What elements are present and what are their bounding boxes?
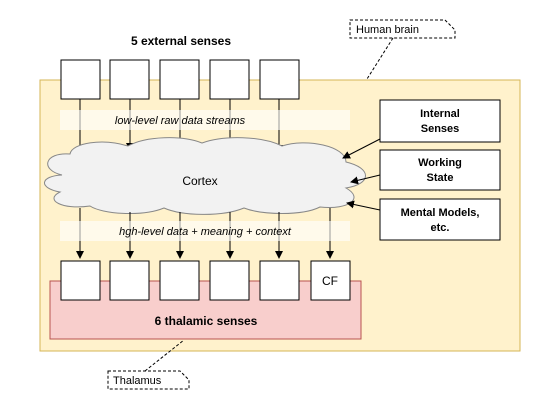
high-level-label-band (60, 221, 350, 241)
thalamus-label: Thalamus (113, 375, 162, 387)
human-brain-label: Human brain (356, 24, 419, 36)
internal-senses-label: Internal (420, 108, 460, 120)
callout-shape (349, 19, 456, 39)
callout-shape (107, 370, 190, 390)
thalamic-senses-label: 6 thalamic senses (155, 314, 258, 328)
arrow (342, 138, 381, 159)
external-senses-label: 5 external senses (131, 34, 231, 48)
external-sense-boxes (60, 59, 300, 100)
cortex-cloud (44, 137, 366, 215)
callout-leader (366, 37, 394, 80)
human-brain-callout: Human brain (349, 19, 456, 80)
thalamic-sense-box (109, 260, 150, 301)
arrow (350, 174, 381, 185)
external-sense-box (209, 59, 250, 100)
high-level-data-label: hgh-level data + meaning + context (119, 226, 292, 238)
cortex-label: Cortex (182, 174, 217, 188)
thalamic-sense-boxes (60, 260, 351, 301)
working-state-label: State (427, 172, 454, 184)
thalamic-sense-box (209, 260, 250, 301)
thalamus-callout: Thalamus (107, 339, 190, 390)
callout-leader (144, 339, 185, 372)
mental-models-label: etc. (431, 222, 450, 234)
low-level-streams-label: low-level raw data streams (115, 115, 246, 127)
side-input-arrows (342, 138, 381, 211)
working-state-box (379, 149, 501, 191)
arrow (346, 200, 381, 211)
external-sense-box (109, 59, 150, 100)
mental-models-box (379, 198, 501, 241)
thalamic-sense-box (60, 260, 101, 301)
external-sense-box (60, 59, 101, 100)
mental-models-label: Mental Models, (401, 207, 480, 219)
thalamic-sense-box (159, 260, 200, 301)
external-sense-box (159, 59, 200, 100)
internal-senses-label: Senses (421, 123, 460, 135)
low-level-label-band (60, 110, 350, 130)
working-state-label: Working (418, 157, 462, 169)
cf-sense-box (310, 260, 351, 301)
cf-label: CF (322, 274, 338, 288)
external-sense-box (259, 59, 300, 100)
thalamus-region (49, 280, 362, 340)
internal-senses-box (379, 99, 501, 143)
thalamic-sense-box (259, 260, 300, 301)
